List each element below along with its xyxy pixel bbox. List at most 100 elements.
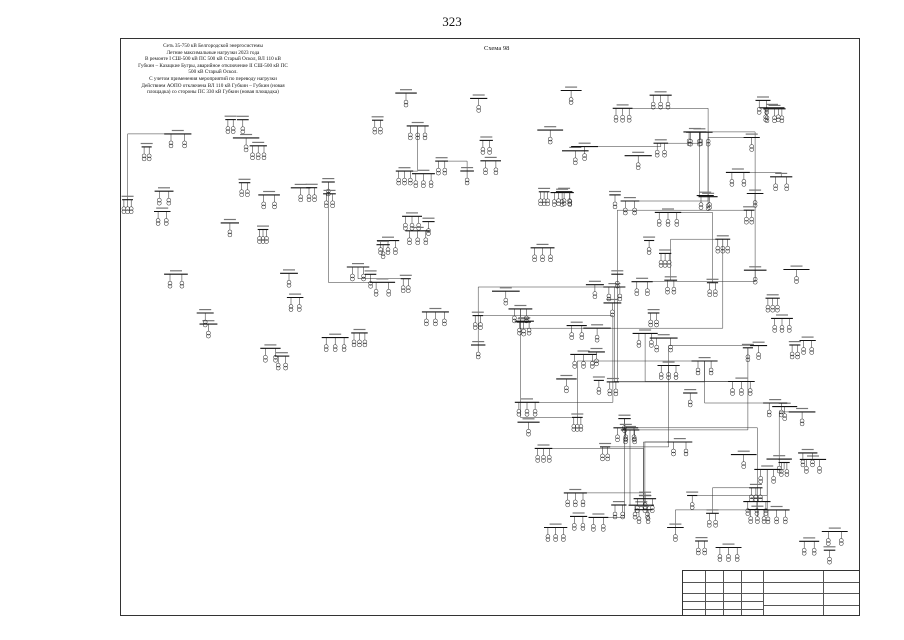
substation-label-mark bbox=[400, 89, 412, 91]
transformer-winding bbox=[770, 307, 775, 313]
substation-label-mark bbox=[612, 501, 625, 503]
transformer-winding bbox=[306, 194, 312, 199]
transformer-winding bbox=[567, 201, 572, 206]
transformer-winding bbox=[776, 114, 781, 120]
transformer-winding bbox=[407, 240, 412, 246]
transformer-winding bbox=[697, 138, 702, 144]
substation-label-mark bbox=[706, 278, 719, 280]
substation-label-mark bbox=[382, 236, 394, 238]
transformer-winding bbox=[330, 200, 335, 206]
transmission-line bbox=[625, 427, 758, 510]
transformer-winding bbox=[415, 237, 420, 243]
transformer-winding bbox=[646, 247, 652, 252]
transformer-winding bbox=[713, 289, 718, 294]
substation-label-mark bbox=[599, 442, 612, 445]
substation-label-mark bbox=[773, 455, 786, 457]
transformer-winding bbox=[810, 462, 815, 468]
transformer-winding bbox=[545, 537, 551, 542]
substation-label-mark bbox=[706, 509, 719, 511]
substation-label-mark bbox=[684, 389, 697, 391]
transformer-winding bbox=[227, 229, 233, 235]
transformer-winding bbox=[538, 198, 543, 204]
transformer-winding bbox=[774, 516, 779, 522]
transformer-winding bbox=[503, 297, 509, 303]
transformer-winding bbox=[612, 511, 618, 517]
transformer-winding bbox=[620, 514, 625, 520]
transformer-winding bbox=[225, 129, 231, 134]
transformer-winding bbox=[573, 160, 578, 166]
transformer-winding bbox=[547, 458, 552, 463]
transformer-winding bbox=[206, 333, 211, 339]
transformer-winding bbox=[631, 437, 637, 443]
substation-label-mark bbox=[803, 537, 816, 539]
substation-label-mark bbox=[565, 86, 578, 88]
transformer-winding bbox=[744, 216, 749, 222]
title-line: 500 кВ Старый Оскол. bbox=[188, 69, 238, 76]
substation-label-mark bbox=[171, 129, 184, 132]
substation-label-mark bbox=[275, 352, 288, 354]
transformer-winding bbox=[668, 344, 673, 350]
transformer-winding bbox=[784, 183, 789, 189]
transformer-winding bbox=[594, 337, 600, 343]
transformer-winding bbox=[239, 192, 244, 197]
substation-label-mark bbox=[158, 187, 170, 189]
substation-label-mark bbox=[202, 320, 215, 322]
transmission-line bbox=[520, 308, 578, 418]
transformer-winding bbox=[752, 276, 758, 282]
transformer-winding bbox=[761, 516, 767, 521]
transformer-winding bbox=[573, 499, 578, 505]
transformer-winding bbox=[717, 557, 723, 562]
transformer-winding bbox=[632, 514, 638, 520]
transformer-winding bbox=[573, 157, 578, 163]
transformer-winding bbox=[688, 138, 693, 144]
transformer-winding bbox=[739, 391, 744, 396]
substation-label-mark bbox=[569, 146, 582, 148]
transformer-winding bbox=[590, 361, 595, 366]
transformer-winding bbox=[442, 318, 447, 324]
transformer-winding bbox=[547, 455, 552, 460]
transformer-winding bbox=[826, 541, 831, 546]
transformer-winding bbox=[206, 330, 211, 336]
transformer-winding bbox=[571, 427, 577, 432]
transformer-winding bbox=[521, 328, 526, 334]
transformer-winding bbox=[668, 347, 673, 353]
transmission-line bbox=[577, 360, 705, 418]
substation-label-mark bbox=[632, 151, 645, 153]
substation-label-mark bbox=[639, 329, 652, 331]
substation-label-mark bbox=[664, 276, 677, 278]
substation-label-mark bbox=[623, 197, 636, 199]
transformer-winding bbox=[341, 344, 347, 349]
transformer-winding bbox=[553, 534, 558, 539]
transformer-winding bbox=[809, 347, 814, 352]
substation-label-mark bbox=[716, 235, 729, 237]
transformer-winding bbox=[707, 202, 712, 207]
transformer-winding bbox=[264, 236, 269, 241]
substation-label-mark bbox=[352, 263, 364, 265]
substation-label-mark bbox=[305, 183, 318, 185]
transformer-winding bbox=[413, 183, 419, 188]
transformer-winding bbox=[799, 421, 805, 427]
transformer-winding bbox=[665, 219, 671, 224]
transformer-winding bbox=[776, 465, 782, 471]
transformer-winding bbox=[756, 355, 761, 360]
transformer-winding bbox=[312, 197, 317, 202]
substation-label-mark bbox=[422, 217, 435, 219]
transformer-winding bbox=[166, 200, 172, 206]
transmission-line bbox=[712, 487, 756, 514]
transformer-winding bbox=[632, 436, 637, 442]
transformer-winding bbox=[801, 347, 806, 352]
transformer-winding bbox=[634, 291, 640, 296]
transformer-winding bbox=[665, 222, 671, 227]
transmission-line bbox=[328, 182, 383, 283]
substation-label-mark bbox=[662, 361, 675, 363]
transformer-winding bbox=[650, 104, 656, 110]
transformer-winding bbox=[426, 231, 431, 236]
transformer-winding bbox=[623, 207, 628, 213]
transformer-winding bbox=[568, 100, 574, 105]
substation-label-mark bbox=[377, 240, 390, 242]
transmission-line bbox=[612, 361, 705, 383]
substation-label-mark bbox=[236, 115, 249, 117]
substation-label-mark bbox=[647, 309, 660, 311]
transformer-winding bbox=[423, 237, 429, 243]
transformer-winding bbox=[591, 524, 596, 529]
